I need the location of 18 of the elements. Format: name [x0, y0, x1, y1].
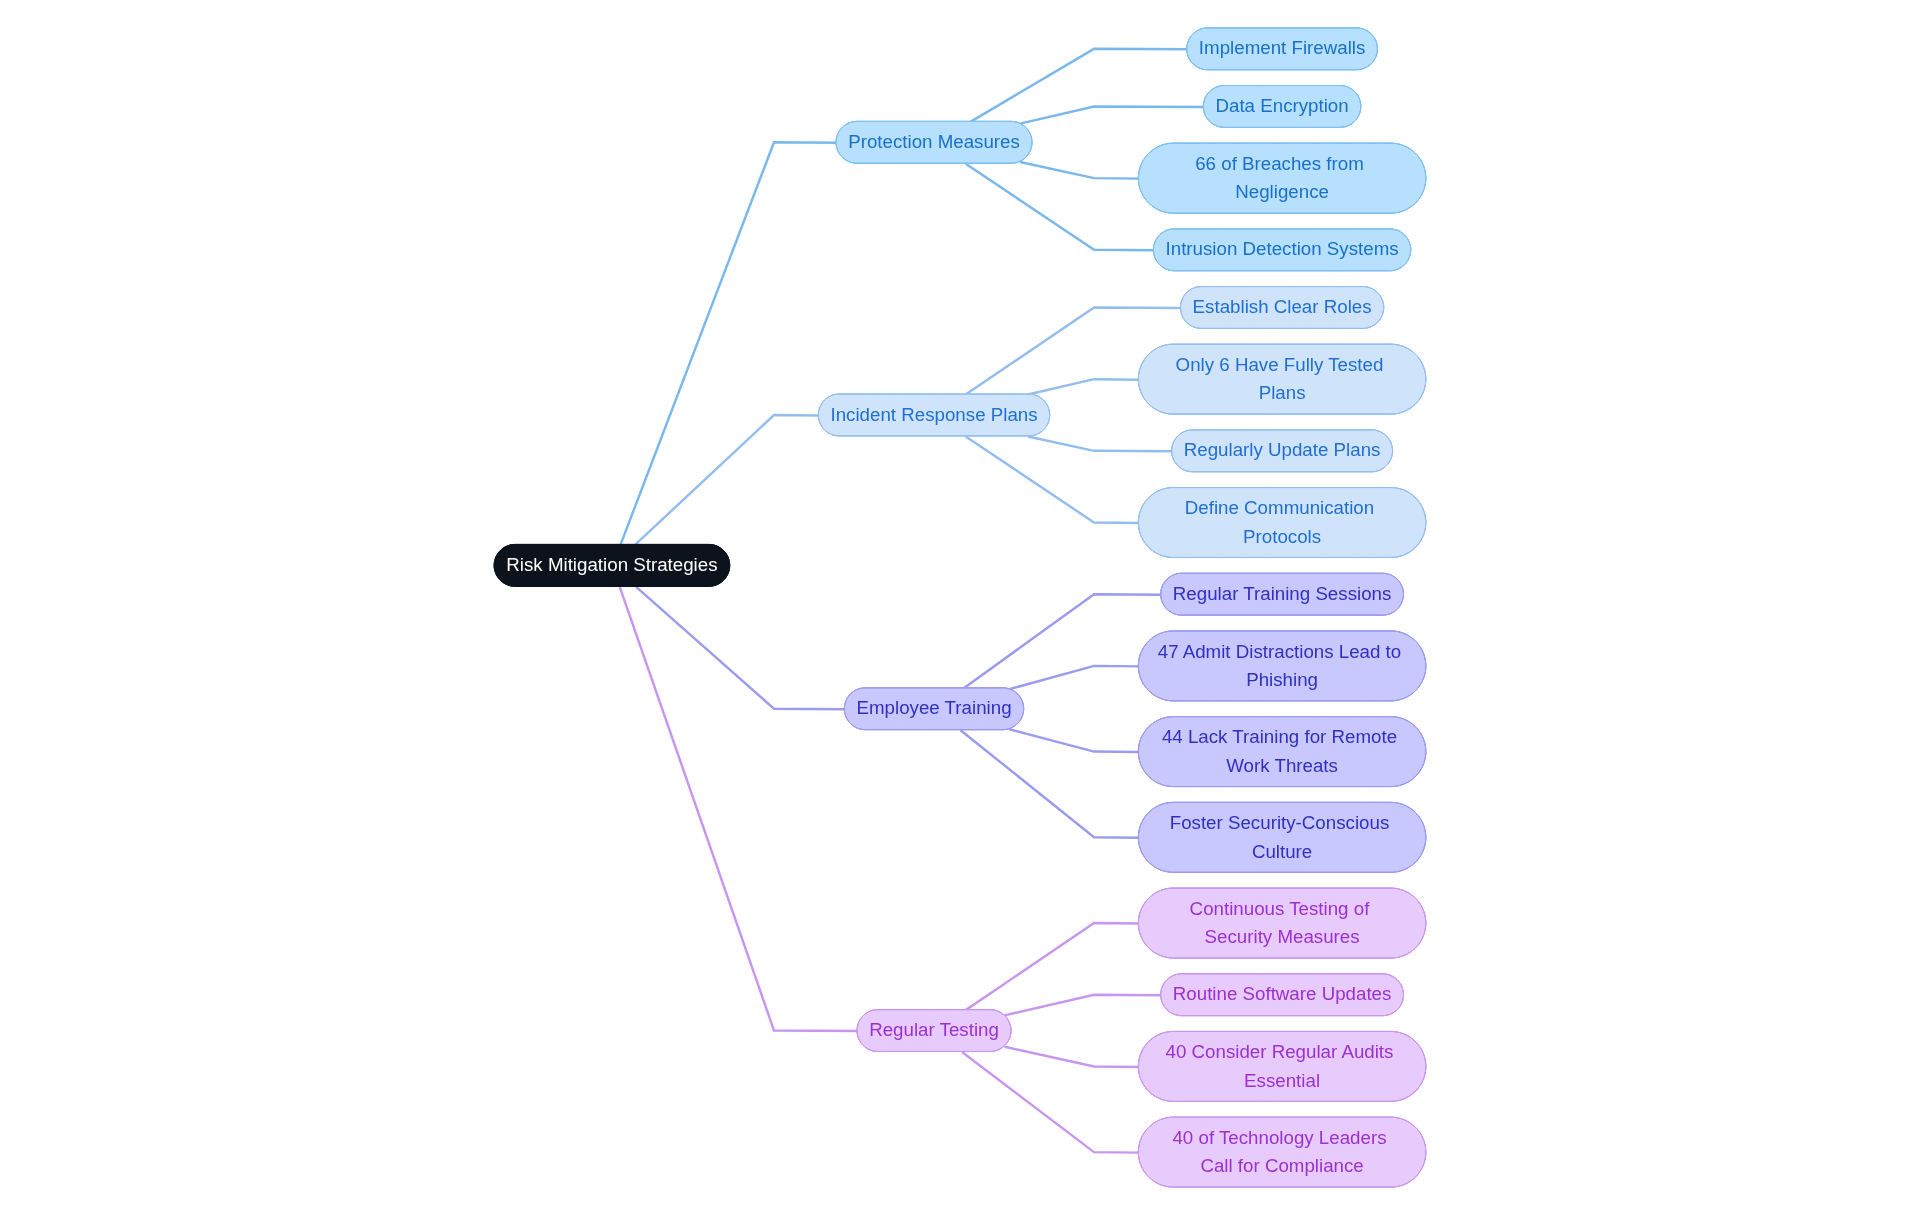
connector [961, 1051, 1139, 1154]
connector [1004, 1045, 1139, 1069]
connector [965, 162, 1154, 252]
connector [618, 586, 858, 1033]
connector [965, 435, 1139, 525]
connector [1004, 993, 1162, 1017]
connector [964, 306, 1181, 396]
connector [959, 729, 1139, 840]
connector [1009, 728, 1139, 754]
connector [969, 47, 1188, 123]
connector [1027, 435, 1173, 453]
connector [1008, 664, 1139, 691]
connector [1019, 160, 1139, 180]
connector [963, 592, 1162, 690]
connector [634, 413, 819, 546]
connector [1019, 105, 1204, 125]
connector [619, 141, 837, 546]
connector [635, 585, 845, 711]
